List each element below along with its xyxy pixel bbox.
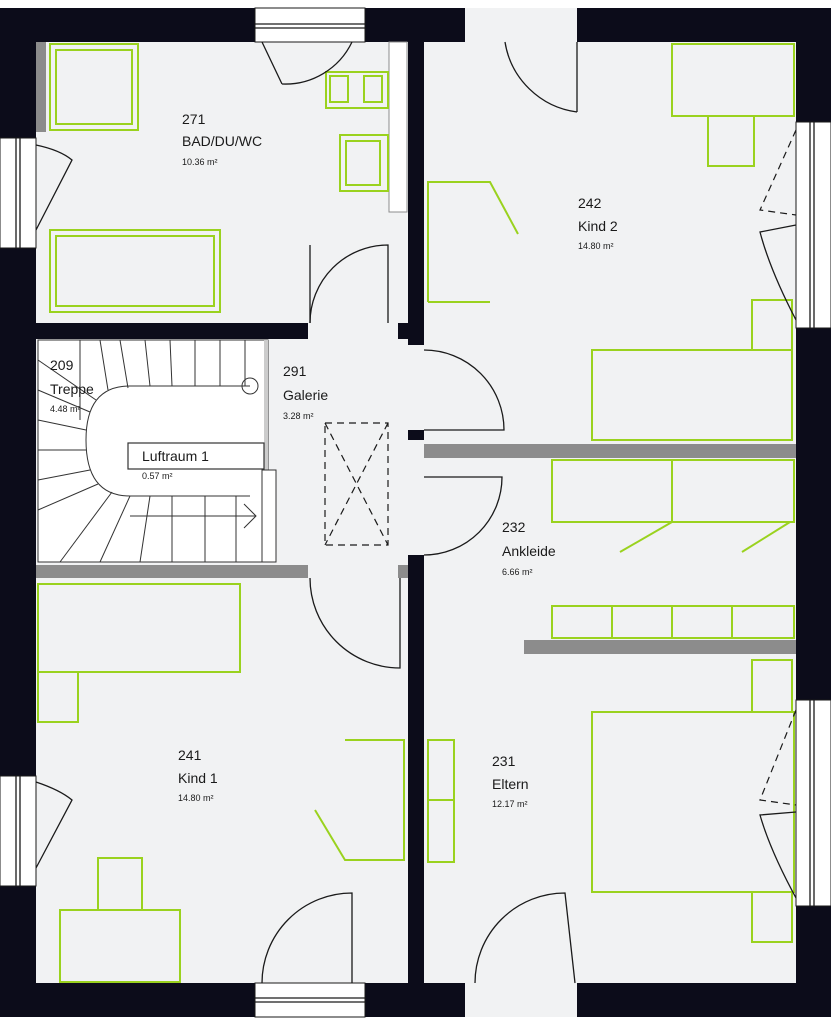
room-area: 4.48 m² [50,404,81,414]
room-area: 10.36 m² [182,157,218,167]
room-name: Luftraum 1 [142,448,209,464]
room-label-galerie: 291 Galerie 3.28 m² [283,363,328,421]
room-area: 3.28 m² [283,411,314,421]
doors [35,41,797,984]
room-label-kind2: 242 Kind 2 14.80 m² [578,195,618,251]
room-number: 291 [283,363,307,379]
kind1-furniture [37,583,405,983]
partitions [36,41,796,654]
room-label-eltern: 231 Eltern 12.17 m² [492,753,529,809]
room-number: 271 [182,111,206,127]
bath-fixtures [49,43,389,313]
room-name: Kind 1 [178,770,218,786]
room-number: 231 [492,753,516,769]
room-number: 242 [578,195,602,211]
room-name: Eltern [492,776,529,792]
room-name: Treppe [50,381,94,397]
room-name: Ankleide [502,543,556,559]
room-label-ankleide: 232 Ankleide 6.66 m² [502,519,556,577]
room-number: 209 [50,357,74,373]
bottom-door-opening [465,983,577,1017]
top-door-opening [465,8,577,42]
eltern-furniture [427,659,795,943]
room-label-kind1: 241 Kind 1 14.80 m² [178,747,218,803]
room-name: Kind 2 [578,218,618,234]
room-area: 6.66 m² [502,567,533,577]
room-area: 14.80 m² [578,241,614,251]
room-area: 0.57 m² [142,471,173,481]
room-label-treppe: 209 Treppe 4.48 m² [50,357,94,414]
room-number: 232 [502,519,526,535]
interior-walls [36,42,424,983]
room-area: 14.80 m² [178,793,214,803]
room-name: BAD/DU/WC [182,133,262,149]
room-number: 241 [178,747,202,763]
room-label-luftraum: Luftraum 1 0.57 m² [142,448,209,481]
room-label-bad: 271 BAD/DU/WC 10.36 m² [182,111,262,167]
windows [0,7,831,1018]
room-area: 12.17 m² [492,799,528,809]
kind2-furniture [427,43,795,441]
stairs [37,339,277,563]
room-name: Galerie [283,387,328,403]
ankleide-furniture [551,459,795,639]
gallery-void [324,422,389,546]
